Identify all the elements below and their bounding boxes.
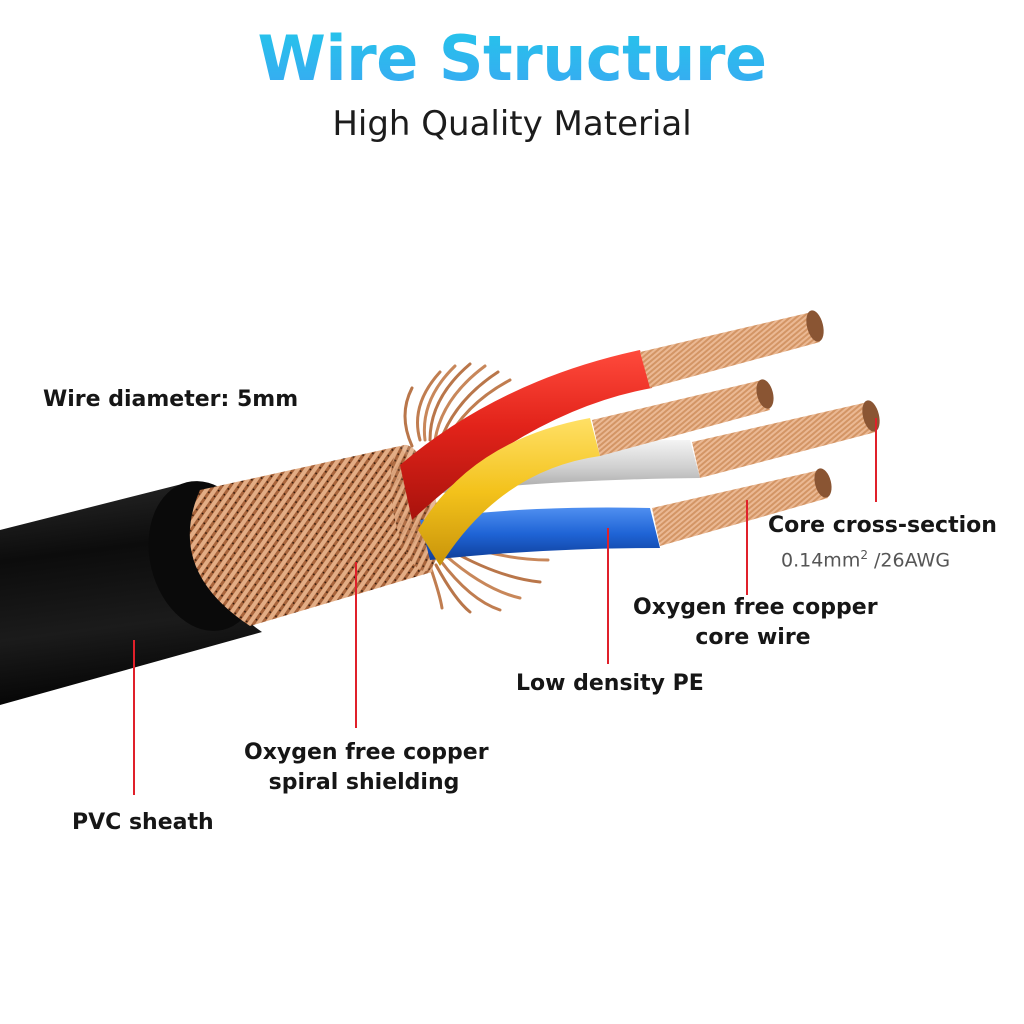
shielding-label: Oxygen free copper spiral shielding: [244, 738, 489, 798]
leader-core-wire: [746, 500, 748, 595]
page-title: Wire Structure: [0, 22, 1024, 95]
core-wire-label: Oxygen free copper core wire: [633, 593, 878, 653]
yellow-core: [418, 418, 600, 566]
core-wire-line2: core wire: [695, 625, 811, 650]
spec-value: 0.14mm: [781, 549, 861, 572]
spec-superscript: 2: [860, 548, 868, 562]
copper-shielding: [189, 446, 435, 626]
leader-pvc-sheath: [133, 640, 135, 795]
shielding-line1: Oxygen free copper: [244, 740, 489, 765]
leader-core-cross-section: [875, 418, 877, 502]
pvc-sheath-label: PVC sheath: [72, 810, 214, 835]
pvc-sheath: [0, 482, 262, 705]
core-cross-section-label: Core cross-section: [768, 513, 997, 538]
copper-conductors: [592, 310, 880, 546]
core-wire-line1: Oxygen free copper: [633, 595, 878, 620]
page-subtitle: High Quality Material: [332, 104, 692, 144]
core-cross-section-spec: 0.14mm2 /26AWG: [781, 548, 950, 571]
red-core: [400, 350, 652, 520]
spec-suffix: /26AWG: [867, 549, 951, 572]
insulation-label: Low density PE: [516, 671, 704, 696]
leader-shielding: [355, 562, 357, 728]
wire-diameter-label: Wire diameter: 5mm: [43, 387, 299, 412]
shielding-line2: spiral shielding: [268, 770, 460, 795]
blue-core: [420, 507, 660, 560]
leader-low-density-pe: [607, 528, 609, 664]
